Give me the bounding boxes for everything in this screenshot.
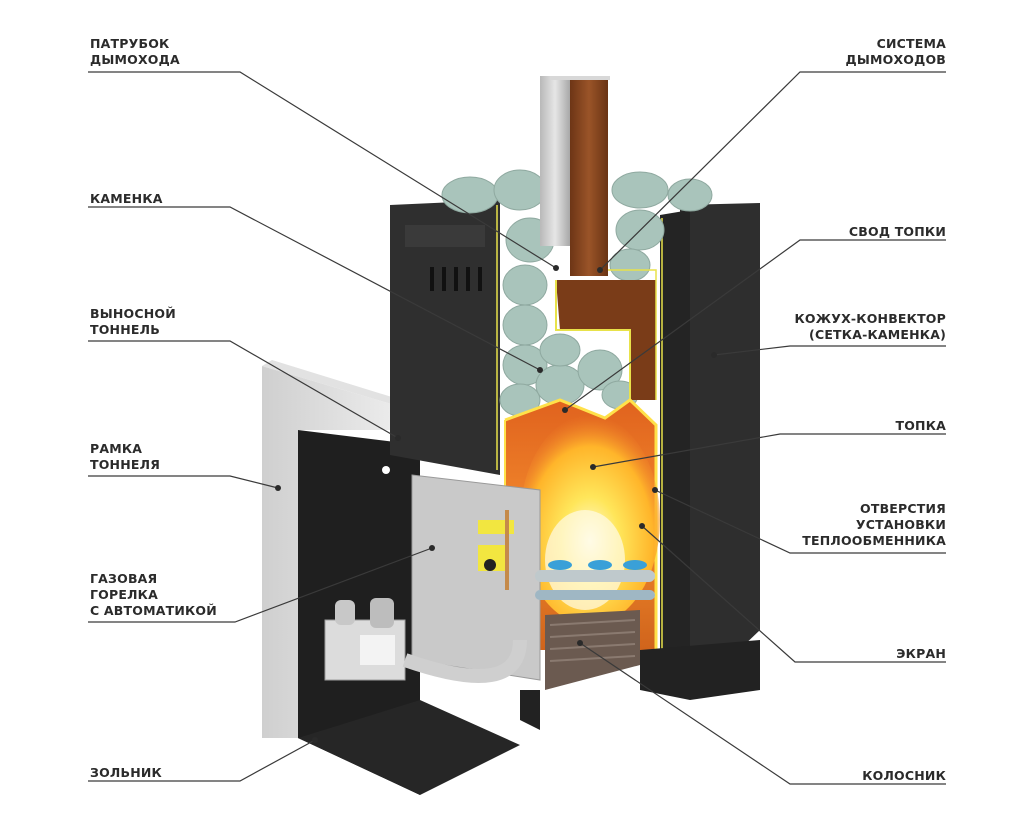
leader-gas-burner	[88, 547, 433, 623]
leader-screen	[641, 525, 946, 663]
label-firebox-vault: СВОД ТОПКИ	[848, 224, 946, 239]
leader-gas-burner-dot	[429, 545, 435, 551]
label-stone-chamber: КАМЕНКА	[90, 191, 163, 206]
leader-heat-exch-holes-dot	[652, 487, 658, 493]
leader-firebox-dot	[590, 464, 596, 470]
leader-convector-casing-dot	[711, 352, 717, 358]
tunnel-frame-part	[262, 360, 395, 738]
leader-firebox	[592, 433, 946, 468]
flue-box	[555, 269, 657, 400]
leader-ash-pan-dot	[312, 737, 318, 743]
leader-tunnel-frame	[88, 475, 279, 489]
burner-panel	[411, 474, 541, 681]
label-gas-burner: ГАЗОВАЯ ГОРЕЛКА С АВТОМАТИКОЙ	[90, 571, 217, 618]
leader-heat-exch-holes	[654, 489, 946, 554]
leader-tunnel-frame-dot	[275, 485, 281, 491]
stones	[441, 169, 713, 417]
label-flue-pipe: ПАТРУБОК ДЫМОХОДА	[90, 36, 180, 67]
label-convector-casing: КОЖУХ-КОНВЕКТОР (СЕТКА-КАМЕНКА)	[794, 311, 946, 342]
leader-convector-casing	[713, 345, 946, 356]
gas-valve	[324, 598, 527, 683]
label-grate: КОЛОСНИК	[862, 768, 946, 783]
leader-firebox-vault-dot	[562, 407, 568, 413]
leader-stone-chamber-dot	[537, 367, 543, 373]
leader-grate-dot	[577, 640, 583, 646]
label-firebox: ТОПКА	[895, 418, 946, 433]
leader-stone-chamber	[88, 206, 541, 371]
leader-grate	[579, 642, 946, 785]
label-heat-exchanger-holes: ОТВЕРСТИЯ УСТАНОВКИ ТЕПЛООБМЕННИКА	[802, 501, 946, 548]
label-flue-system: СИСТЕМА ДЫМОХОДОВ	[845, 36, 946, 67]
leader-flue-pipe	[88, 71, 557, 269]
leader-flue-system	[599, 71, 946, 271]
label-remote-tunnel: ВЫНОСНОЙ ТОННЕЛЬ	[90, 306, 176, 337]
chimney-pipe	[540, 76, 610, 276]
leader-screen-dot	[639, 523, 645, 529]
grate-part	[545, 610, 640, 690]
leader-firebox-vault	[564, 239, 946, 411]
burner-tubes	[535, 560, 655, 600]
label-tunnel-frame: РАМКА ТОННЕЛЯ	[90, 441, 161, 472]
right-casing	[660, 203, 760, 690]
left-casing	[390, 200, 500, 475]
leader-flue-system-dot	[597, 267, 603, 273]
leader-remote-tunnel-dot	[395, 435, 401, 441]
leader-ash-pan	[88, 739, 316, 782]
leader-remote-tunnel	[88, 340, 399, 439]
leader-flue-pipe-dot	[553, 265, 559, 271]
label-screen: ЭКРАН	[896, 646, 946, 661]
remote-tunnel-part	[298, 430, 520, 795]
label-ash-pan: ЗОЛЬНИК	[90, 765, 162, 780]
